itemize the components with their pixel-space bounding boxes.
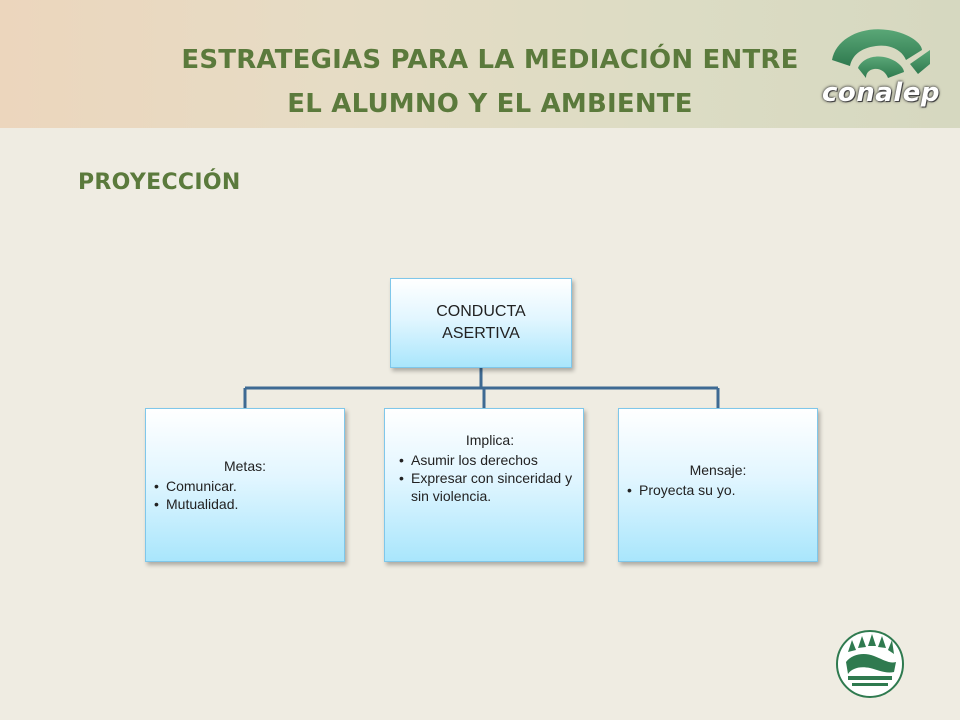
node-implica-list: Asumir los derechos Expresar con sinceri… bbox=[399, 451, 581, 505]
node-implica: Implica: Asumir los derechos Expresar co… bbox=[384, 408, 584, 562]
list-item: Proyecta su yo. bbox=[627, 481, 809, 499]
list-item: Asumir los derechos bbox=[399, 451, 581, 469]
page-title: ESTRATEGIAS PARA LA MEDIACIÓN ENTRE EL A… bbox=[110, 38, 870, 126]
node-mensaje: Mensaje: Proyecta su yo. bbox=[618, 408, 818, 562]
node-mensaje-list: Proyecta su yo. bbox=[627, 481, 809, 499]
node-root-line-2: ASERTIVA bbox=[442, 325, 520, 342]
node-metas: Metas: Comunicar. Mutualidad. bbox=[145, 408, 345, 562]
header-banner bbox=[0, 0, 960, 128]
node-conducta-asertiva: CONDUCTA ASERTIVA bbox=[390, 278, 572, 368]
list-item: Mutualidad. bbox=[154, 495, 336, 513]
section-title: PROYECCIÓN bbox=[78, 170, 241, 195]
node-metas-head: Metas: bbox=[223, 458, 266, 474]
seal-icon bbox=[836, 630, 904, 698]
node-implica-head: Implica: bbox=[465, 432, 515, 448]
title-line-1: ESTRATEGIAS PARA LA MEDIACIÓN ENTRE bbox=[181, 45, 799, 75]
conalep-logo-text: conalep bbox=[822, 78, 940, 108]
list-item: Comunicar. bbox=[154, 477, 336, 495]
node-metas-list: Comunicar. Mutualidad. bbox=[154, 477, 336, 513]
node-mensaje-head: Mensaje: bbox=[689, 462, 747, 478]
list-item: Expresar con sinceridad y sin violencia. bbox=[399, 469, 581, 505]
node-root-line-1: CONDUCTA bbox=[436, 303, 526, 320]
title-line-2: EL ALUMNO Y EL AMBIENTE bbox=[287, 89, 693, 119]
conalep-logo-icon bbox=[832, 29, 930, 78]
